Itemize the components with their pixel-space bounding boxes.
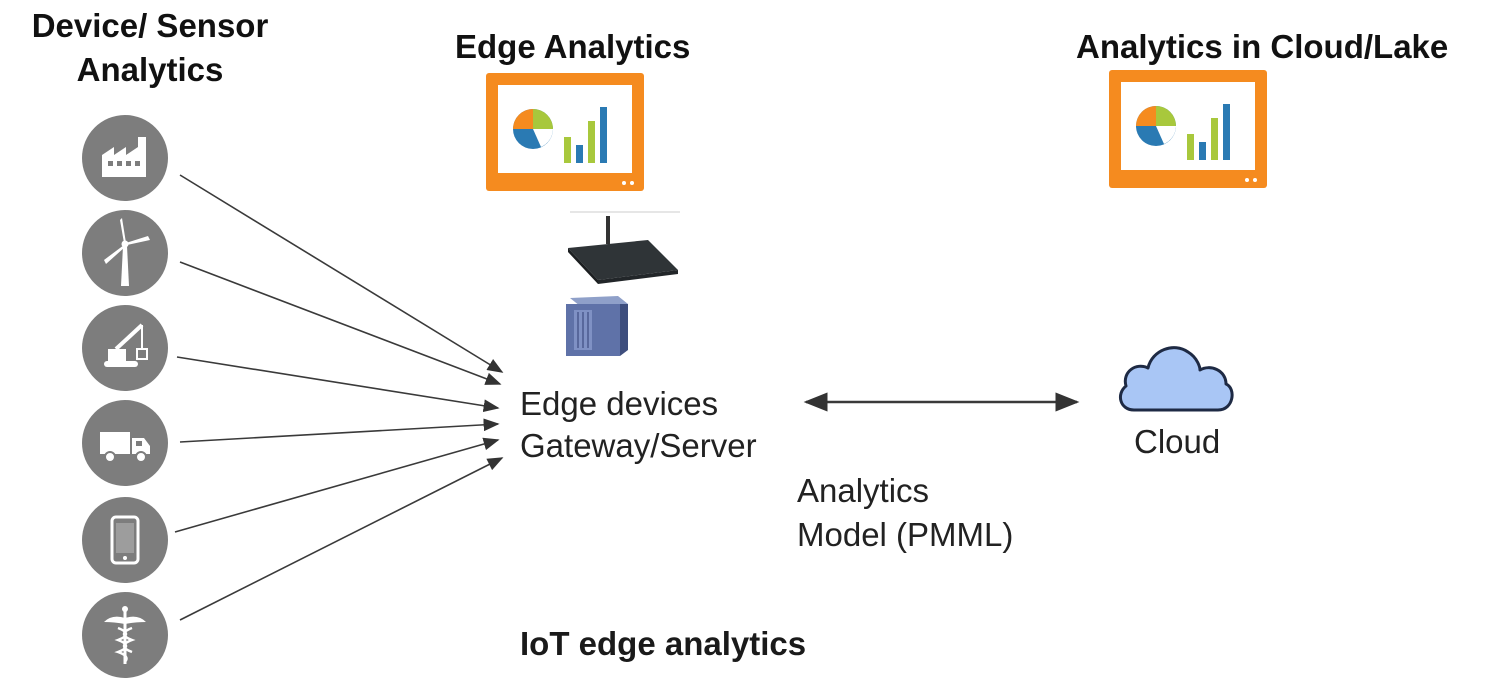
monitor-indicator-dots <box>622 181 634 186</box>
device-heading-line2: Analytics <box>76 51 224 88</box>
cloud-label: Cloud <box>1134 423 1221 460</box>
crane-icon <box>82 305 168 391</box>
crane-arrow <box>176 356 500 413</box>
smartphone-icon <box>82 497 168 583</box>
truck-icon <box>82 400 168 486</box>
factory-arrow <box>179 174 504 373</box>
device-sensor-analytics-heading: Device/ Sensor Analytics <box>0 4 300 92</box>
edge-dashboard-monitor-icon <box>486 73 644 191</box>
analytics-label: Analytics <box>797 472 930 509</box>
cloud-dashboard-monitor-icon <box>1109 70 1267 188</box>
dashboard-chart-icon <box>1136 104 1230 160</box>
monitor-indicator-dots <box>1245 178 1257 183</box>
edge-analytics-heading: Edge Analytics <box>455 28 691 65</box>
gateway-server-label: Gateway/Server <box>520 427 757 464</box>
model-pmml-label: Model (PMML) <box>797 516 1014 553</box>
router-gateway-icon <box>568 211 680 284</box>
caduceus-icon <box>82 592 168 678</box>
cloud-analytics-heading: Analytics in Cloud/Lake <box>1076 28 1449 65</box>
diagram-caption: IoT edge analytics <box>520 625 807 662</box>
wind-turbine-arrow <box>179 261 502 385</box>
wind-turbine-icon <box>82 210 168 296</box>
smartphone-arrow <box>174 437 500 533</box>
cloud-icon <box>1118 346 1234 412</box>
device-heading-line1: Device/ Sensor <box>31 7 269 44</box>
factory-icon <box>82 115 168 201</box>
server-rack-icon <box>566 296 628 356</box>
edge-devices-label: Edge devices <box>520 385 719 422</box>
dashboard-chart-icon <box>513 107 607 163</box>
truck-arrow <box>179 418 500 443</box>
caduceus-arrow <box>179 457 504 621</box>
